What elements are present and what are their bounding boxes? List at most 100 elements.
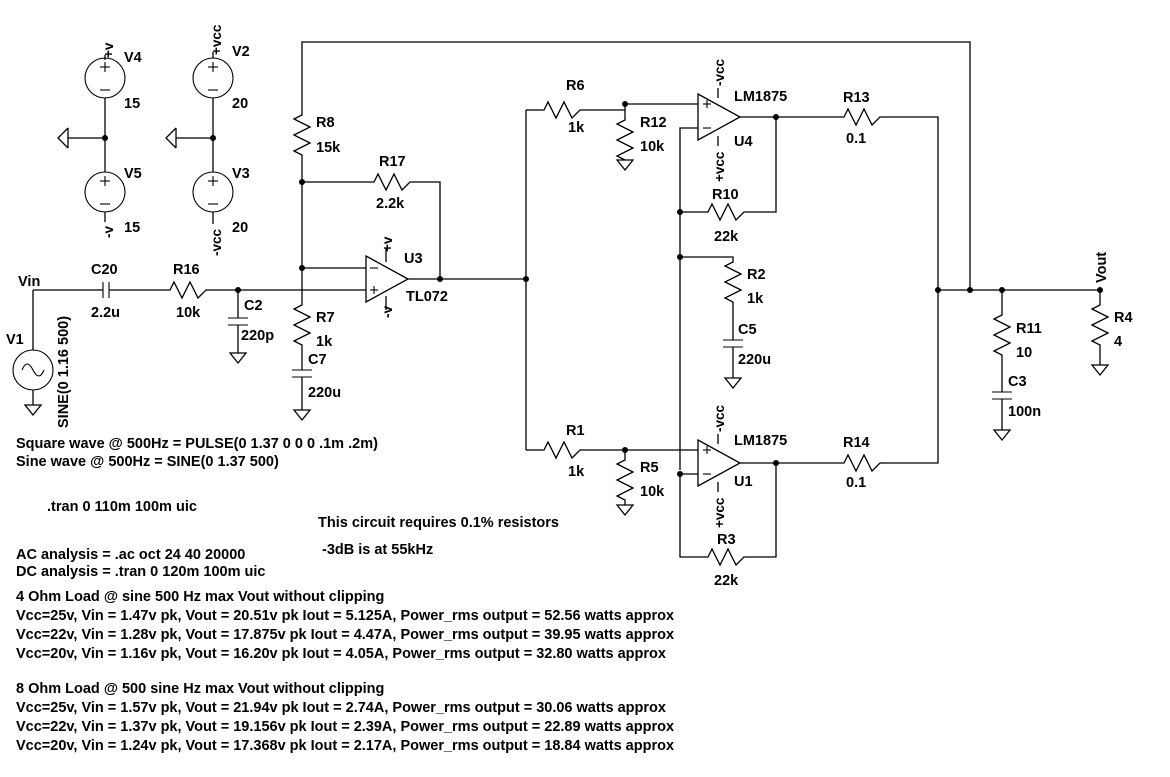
label-U3-part: TL072 [406,289,448,305]
label-U1-name: U1 [734,474,753,490]
ground-left-supply-1 [57,127,105,149]
label-R5-value: 10k [640,484,665,500]
note-4ohm-header: 4 Ohm Load @ sine 500 Hz max Vout withou… [16,589,384,605]
resistor-R7 [292,300,312,370]
label-U4-neg: -vcc [712,58,727,86]
resistor-R14 [776,290,939,473]
label-R7-value: 1k [316,334,333,350]
note-8ohm-20v: Vcc=20v, Vin = 1.24v pk, Vout = 17.368v … [16,738,674,754]
note-tran: .tran 0 110m 100m uic [47,499,197,515]
label-U4-pos: +vcc [712,151,727,182]
note-resistors: This circuit requires 0.1% resistors [318,515,559,531]
label-R11-name: R11 [1016,321,1042,337]
label-R5-name: R5 [640,460,659,476]
resistor-R12 [615,104,635,161]
label-V3-value: 20 [232,220,248,236]
note-3db: -3dB is at 55kHz [322,542,433,558]
junction [210,135,216,141]
junction [102,135,108,141]
opamp-U3 [365,248,440,310]
note-4ohm-22v: Vcc=22v, Vin = 1.28v pk, Vout = 17.875v … [16,627,674,643]
label-R16-name: R16 [173,262,200,278]
label-U4-part: LM1875 [734,89,787,105]
ground-r5 [615,504,635,517]
label-V4-value: 15 [124,96,140,112]
wire-top-feedback [301,41,971,290]
ground-left-supply-2 [165,127,213,149]
resistor-R2 [680,256,743,325]
label-R3-name: R3 [717,532,736,548]
source-V1 [12,289,97,405]
label-R7-name: R7 [316,310,335,326]
label-V3-pin: -vcc [209,228,224,256]
label-U3-pos: +v [380,236,395,252]
label-R8-value: 15k [316,140,341,156]
label-R13-name: R13 [843,90,870,106]
resistor-R1 [540,440,625,460]
label-C5-value: 220u [738,352,771,368]
label-V4-name: V4 [124,50,142,66]
label-R17-value: 2.2k [376,196,405,212]
note-dc: DC analysis = .tran 0 120m 100m uic [16,564,265,580]
net-label-vout: Vout [1094,252,1110,283]
resistor-R16 [166,280,210,300]
opamp-U4 [697,88,776,146]
resistor-R3 [679,463,777,567]
label-V1-name: V1 [6,332,24,348]
label-R1-value: 1k [568,464,585,480]
label-R16-value: 10k [176,305,201,321]
label-R12-name: R12 [640,115,667,131]
label-V3-name: V3 [232,166,250,182]
label-R6-name: R6 [566,78,585,94]
label-V5-name: V5 [124,166,142,182]
capacitor-C3 [992,391,1012,442]
label-U3-neg: -v [380,306,395,318]
note-8ohm-22v: Vcc=22v, Vin = 1.37v pk, Vout = 19.156v … [16,719,674,735]
label-U1-pos: +vcc [712,497,727,528]
label-U3-name: U3 [404,251,423,267]
label-R3-value: 22k [714,573,739,589]
junction [967,287,973,293]
note-square-wave: Square wave @ 500Hz = PULSE(0 1.37 0 0 0… [16,436,378,452]
capacitor-C20 [97,282,166,298]
label-R13-value: 0.1 [846,131,866,147]
label-R12-value: 10k [640,139,665,155]
label-R4-value: 4 [1114,334,1122,350]
source-V3 [192,158,234,224]
resistor-R17 [302,172,441,280]
label-C5-name: C5 [738,322,757,338]
note-sine-wave: Sine wave @ 500Hz = SINE(0 1.37 500) [16,454,279,470]
ground-r12 [615,159,635,172]
note-4ohm-20v: Vcc=20v, Vin = 1.16v pk, Vout = 16.20v p… [16,646,666,662]
label-R8-name: R8 [316,115,335,131]
label-U1-neg: -vcc [712,404,727,432]
net-label-vin: Vin [18,274,40,290]
label-C7-value: 220u [308,385,341,401]
label-C2-value: 220p [241,328,274,344]
label-R17-name: R17 [379,154,406,170]
capacitor-C5 [723,325,743,390]
note-ac: AC analysis = .ac oct 24 40 20000 [16,547,245,563]
wire-u4-minus [679,127,698,212]
resistor-R13 [776,107,939,290]
label-R4-name: R4 [1114,310,1133,326]
label-R14-name: R14 [843,435,870,451]
resistor-R4 [1090,290,1110,365]
resistor-R8 [292,110,312,182]
note-8ohm-25v: Vcc=25v, Vin = 1.57v pk, Vout = 21.94v p… [16,700,666,716]
label-C3-value: 100n [1008,404,1041,420]
label-V4-pin: +v [101,42,116,58]
label-R11-value: 10 [1016,345,1032,361]
resistor-R10 [680,117,777,222]
source-V5 [84,158,126,222]
label-V2-name: V2 [232,44,250,60]
label-C2-name: C2 [244,298,263,314]
label-C20-value: 2.2u [91,305,120,321]
label-V5-pin: -v [101,226,116,238]
label-V2-value: 20 [232,96,248,112]
label-C20-name: C20 [91,262,118,278]
label-R10-value: 22k [714,229,739,245]
label-R10-name: R10 [712,187,739,203]
label-U4-name: U4 [734,134,753,150]
